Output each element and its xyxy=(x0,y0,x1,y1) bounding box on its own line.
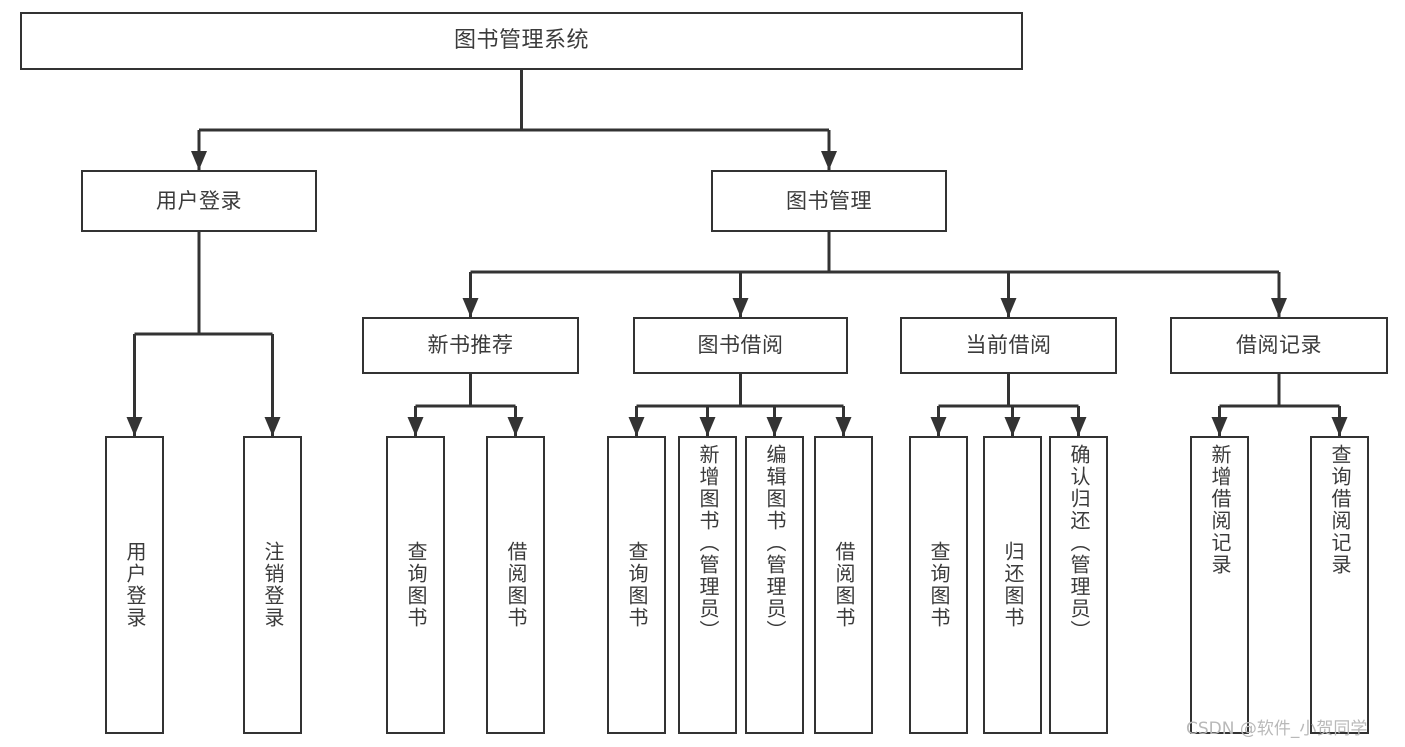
node-label: 借阅记录 xyxy=(1236,333,1322,358)
arrowhead xyxy=(930,417,947,436)
node-leaf-query-rec[interactable]: 查询借阅记录 xyxy=(1310,436,1369,734)
node-label: 注销登录 xyxy=(261,541,285,629)
arrowhead xyxy=(1331,417,1348,436)
node-label: 用户登录 xyxy=(156,188,242,213)
node-label: 查询借阅记录 xyxy=(1328,444,1352,576)
node-label: 新增借阅记录 xyxy=(1208,444,1232,576)
node-label: 新增图书（管理员） xyxy=(696,444,720,642)
node-label: 图书管理系统 xyxy=(453,28,589,54)
arrowhead xyxy=(507,417,524,436)
arrowhead xyxy=(821,151,837,170)
node-leaf-query-2[interactable]: 查询图书 xyxy=(607,436,666,734)
node-new-book-rec[interactable]: 新书推荐 xyxy=(362,317,579,374)
node-leaf-borrow-1[interactable]: 借阅图书 xyxy=(486,436,545,734)
node-leaf-return[interactable]: 归还图书 xyxy=(983,436,1042,734)
arrowhead xyxy=(732,298,749,317)
node-root[interactable]: 图书管理系统 xyxy=(20,12,1023,70)
node-leaf-logout[interactable]: 注销登录 xyxy=(243,436,302,734)
node-leaf-add-rec[interactable]: 新增借阅记录 xyxy=(1190,436,1249,734)
node-leaf-add-book[interactable]: 新增图书（管理员） xyxy=(678,436,737,734)
arrowhead xyxy=(1000,298,1017,317)
node-label: 编辑图书（管理员） xyxy=(763,444,787,642)
arrowhead xyxy=(126,417,143,436)
node-leaf-edit-book[interactable]: 编辑图书（管理员） xyxy=(745,436,804,734)
node-label: 新书推荐 xyxy=(427,333,514,358)
arrowhead xyxy=(835,417,852,436)
arrowhead xyxy=(699,417,716,436)
node-leaf-query-1[interactable]: 查询图书 xyxy=(386,436,445,734)
node-label: 借阅图书 xyxy=(504,541,528,629)
node-book-mgmt[interactable]: 图书管理 xyxy=(711,170,947,232)
node-label: 借阅图书 xyxy=(832,541,856,629)
node-label: 查询图书 xyxy=(404,541,428,629)
node-label: 用户登录 xyxy=(123,541,147,629)
node-leaf-query-3[interactable]: 查询图书 xyxy=(909,436,968,734)
node-label: 图书管理 xyxy=(786,188,872,213)
arrowhead xyxy=(1004,417,1021,436)
arrowhead xyxy=(264,417,281,436)
arrowhead xyxy=(628,417,645,436)
node-leaf-user-login[interactable]: 用户登录 xyxy=(105,436,164,734)
arrowhead xyxy=(462,298,479,317)
node-borrow-record[interactable]: 借阅记录 xyxy=(1170,317,1388,374)
node-label: 查询图书 xyxy=(625,541,649,629)
watermark-label: CSDN @软件_小贺同学 xyxy=(1186,719,1368,739)
arrowhead xyxy=(766,417,783,436)
node-book-borrow[interactable]: 图书借阅 xyxy=(633,317,848,374)
node-label: 查询图书 xyxy=(927,541,951,629)
node-leaf-confirm[interactable]: 确认归还（管理员） xyxy=(1049,436,1108,734)
arrowhead xyxy=(191,151,207,170)
node-label: 当前借阅 xyxy=(965,333,1052,358)
arrowhead xyxy=(1070,417,1087,436)
arrowhead xyxy=(407,417,424,436)
node-label: 归还图书 xyxy=(1001,541,1025,629)
node-user-login[interactable]: 用户登录 xyxy=(81,170,317,232)
arrowhead xyxy=(1271,298,1287,317)
node-current-borrow[interactable]: 当前借阅 xyxy=(900,317,1117,374)
node-label: 确认归还（管理员） xyxy=(1067,444,1091,642)
node-label: 图书借阅 xyxy=(697,333,784,358)
arrowhead xyxy=(1211,417,1228,436)
node-leaf-borrow-2[interactable]: 借阅图书 xyxy=(814,436,873,734)
